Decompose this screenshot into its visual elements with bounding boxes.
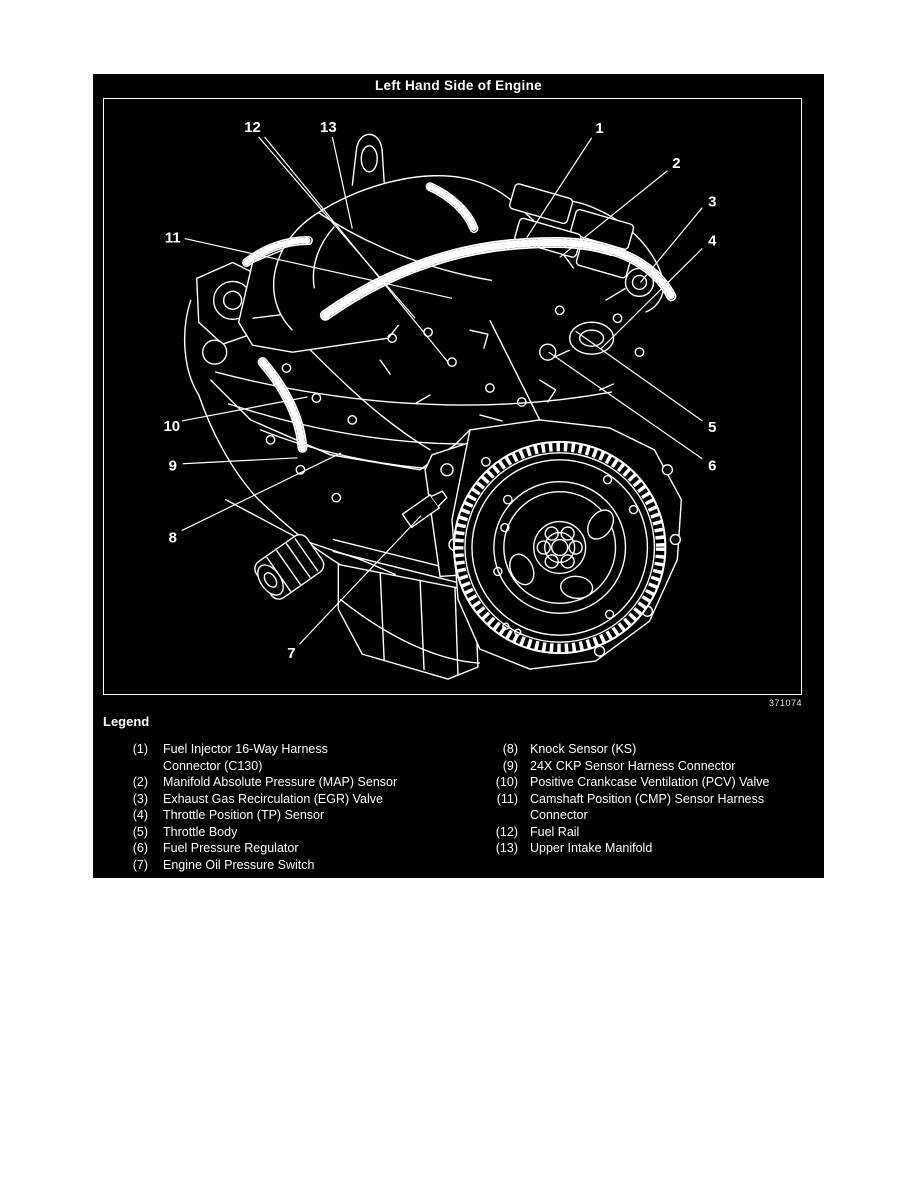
legend-item-label: Fuel Injector 16-Way Harness Connector (… [163,742,328,773]
legend-column-left: (1) Fuel Injector 16-Way Harness Connect… [130,741,484,873]
leader-line-9 [182,457,298,465]
legend-item: (12) Fuel Rail [484,824,816,841]
callout-number-11: 11 [165,230,181,247]
leader-line-1 [526,137,593,238]
leader-line-12 [258,136,416,319]
legend-item-label: 24X CKP Sensor Harness Connector [530,758,736,773]
legend-item-number: (7) [132,857,148,872]
diagram-title: Left Hand Side of Engine [375,78,542,93]
legend-item-number: (6) [132,841,148,855]
leader-line-3 [639,207,703,283]
legend-item-label: Manifold Absolute Pressure (MAP) Sensor [163,775,398,789]
legend-item-label: Knock Sensor (KS) [530,742,637,756]
figure-panel: Left Hand Side of Engine [93,74,824,878]
leader-line-6 [548,351,703,460]
legend-item: (6) Fuel Pressure Regulator [130,840,484,857]
callout-number-12: 12 [244,119,261,136]
callout-number-5: 5 [708,419,716,436]
callout-number-6: 6 [708,458,716,475]
callout-number-9: 9 [169,458,177,475]
legend-item-number: (8) [502,742,518,756]
callout-number-4: 4 [708,233,717,250]
oil-pressure-switch-shape [401,490,448,528]
legend: Legend (1) Fuel Injector 16-Way Harness … [103,714,816,873]
callout-number-13: 13 [320,119,337,136]
oil-pan-shape [337,563,480,680]
legend-item-label: Fuel Pressure Regulator [163,841,299,855]
legend-item: (8) Knock Sensor (KS) [484,741,816,758]
legend-item-label: Exhaust Gas Recirculation (EGR) Valve [163,791,383,806]
legend-item-number: (13) [495,841,518,855]
legend-item-label: Camshaft Position (CMP) Sensor Harness C… [530,791,765,823]
legend-column-right: (8) Knock Sensor (KS) (9) 24X CKP Sensor… [484,741,816,873]
ribbed-conduits [242,182,677,453]
throttle-body-shape [539,321,615,361]
legend-item-number: (5) [132,824,148,839]
legend-item: (9) 24X CKP Sensor Harness Connector [484,758,816,775]
leader-line-11 [184,237,453,299]
legend-item: (7) Engine Oil Pressure Switch [130,857,484,874]
leader-line-7 [299,515,422,645]
leader-line-13 [331,136,353,229]
lift-bracket-shape [351,133,385,186]
leader-line-5 [575,330,703,422]
legend-item-number: (12) [495,824,518,839]
legend-item-label: Throttle Position (TP) Sensor [163,808,325,822]
callout-number-8: 8 [169,530,177,547]
leader-line-4 [600,248,703,350]
figure-number: 371074 [768,698,802,708]
legend-item-label: Positive Crankcase Ventilation (PCV) Val… [530,775,770,789]
legend-item: (13) Upper Intake Manifold [484,840,816,857]
leader-line-8 [181,452,342,532]
legend-item-label: Throttle Body [163,824,238,839]
oil-filter-shape [254,533,325,600]
legend-heading: Legend [103,714,150,729]
legend-item: (10) Positive Crankcase Ventilation (PCV… [484,774,816,791]
leader-line-12 [264,136,449,363]
legend-item-label: Fuel Rail [530,824,580,839]
legend-item-number: (9) [502,758,518,773]
legend-item-number: (10) [495,775,518,789]
legend-item-number: (2) [132,775,148,789]
callout-number-7: 7 [287,645,295,662]
callout-number-2: 2 [672,155,680,172]
legend-item: (3) Exhaust Gas Recirculation (EGR) Valv… [130,791,484,808]
legend-item: (2) Manifold Absolute Pressure (MAP) Sen… [130,774,484,791]
legend-item: (4) Throttle Position (TP) Sensor [130,807,484,824]
flywheel-shape [452,440,667,655]
leader-line-2 [559,170,668,258]
callout-number-1: 1 [595,120,603,137]
egr-valve-shape [605,267,655,301]
legend-item-number: (3) [132,791,148,806]
legend-item-label: Engine Oil Pressure Switch [163,857,315,872]
legend-item-number: (1) [132,742,148,756]
legend-item-number: (4) [132,808,148,822]
callout-number-3: 3 [708,194,716,211]
callout-number-10: 10 [163,418,180,435]
legend-item: (1) Fuel Injector 16-Way Harness Connect… [130,741,484,774]
legend-item: (5) Throttle Body [130,824,484,841]
leader-line-10 [181,396,308,422]
legend-item: (11) Camshaft Position (CMP) Sensor Harn… [484,791,816,824]
legend-item-number: (11) [496,791,518,806]
legend-item-label: Upper Intake Manifold [530,841,653,855]
